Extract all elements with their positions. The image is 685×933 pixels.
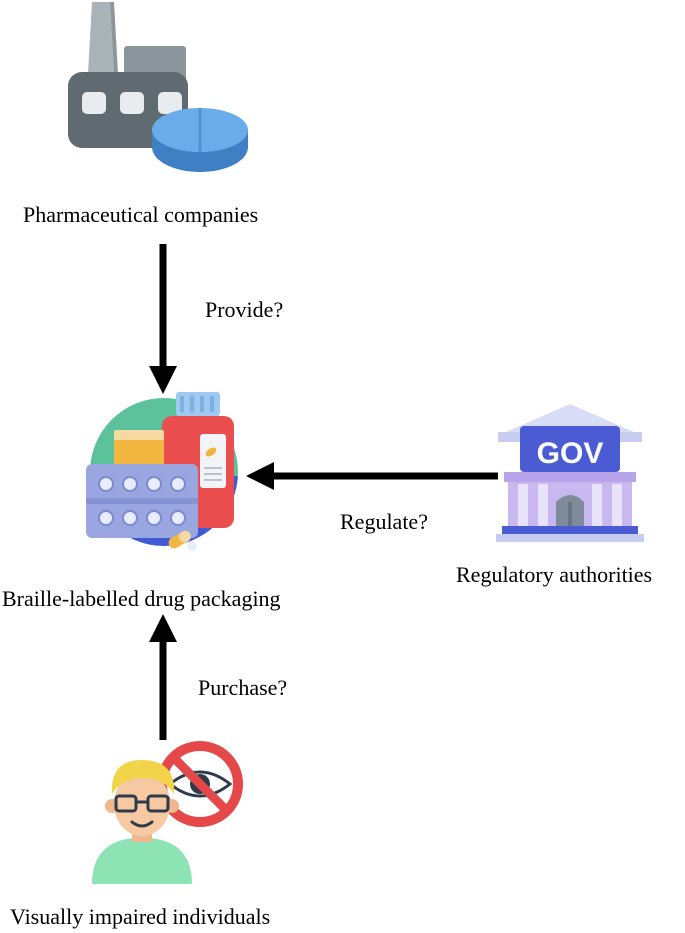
edge-label-purchase: Purchase? <box>198 675 288 700</box>
arrow-regulate <box>246 462 498 490</box>
government-building-icon: GOV <box>496 404 644 542</box>
node-label-pharma: Pharmaceutical companies <box>23 202 259 227</box>
node-label-individuals: Visually impaired individuals <box>10 904 271 929</box>
arrow-purchase <box>149 614 177 740</box>
node-label-regulators: Regulatory authorities <box>456 562 653 587</box>
factory-pill-icon <box>68 2 248 172</box>
edge-label-regulate: Regulate? <box>340 509 428 534</box>
medicine-packaging-icon <box>86 392 238 551</box>
edge-label-provide: Provide? <box>205 297 284 322</box>
visually-impaired-person-icon <box>92 741 243 884</box>
gov-sign-text: GOV <box>537 437 604 470</box>
node-label-packaging: Braille-labelled drug packaging <box>2 586 281 611</box>
arrow-provide <box>149 244 177 394</box>
